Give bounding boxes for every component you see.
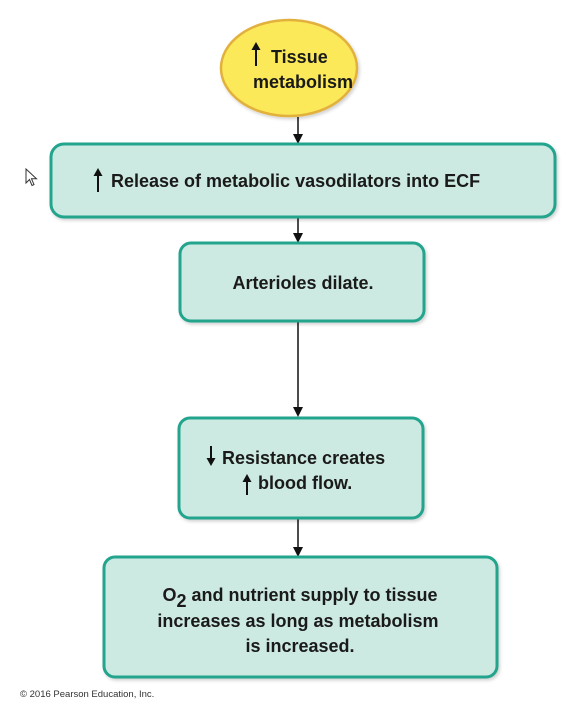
up-arrow-icon — [93, 168, 103, 192]
nutrient-supply-node: O2 and nutrient supply to tissue increas… — [102, 555, 499, 679]
release-vasodilators-box — [49, 142, 557, 219]
up-arrow-icon — [242, 474, 252, 495]
resistance-box — [177, 416, 425, 520]
resistance-node: Resistance creates blood flow. — [177, 416, 425, 520]
arterioles-dilate-label: Arterioles dilate. — [232, 273, 373, 293]
release-vasodilators-label: Release of metabolic vasodilators into E… — [111, 171, 480, 191]
oxygen-symbol: O — [162, 585, 176, 605]
copyright-credit: © 2016 Pearson Education, Inc. — [20, 689, 155, 700]
metabolism-label: metabolism — [253, 72, 353, 92]
down-arrow-icon — [206, 446, 216, 466]
up-arrow-icon — [251, 42, 261, 66]
tissue-metabolism-oval — [219, 18, 359, 118]
mouse-cursor-icon — [25, 168, 38, 187]
supply-line-3: is increased. — [245, 636, 354, 656]
release-vasodilators-node: Release of metabolic vasodilators into E… — [49, 142, 557, 219]
supply-line-1-rest: and nutrient supply to tissue — [187, 585, 438, 605]
nutrient-supply-box — [102, 555, 499, 679]
arterioles-dilate-node: Arterioles dilate. — [178, 241, 426, 323]
supply-line-1: O2 and nutrient supply to tissue — [162, 585, 437, 611]
resistance-label: Resistance creates — [222, 448, 385, 468]
tissue-metabolism-node: Tissue metabolism — [219, 18, 359, 118]
arterioles-dilate-box — [178, 241, 426, 323]
tissue-label: Tissue — [271, 47, 328, 67]
blood-flow-label: blood flow. — [258, 473, 352, 493]
oxygen-subscript: 2 — [176, 591, 186, 611]
supply-line-2: increases as long as metabolism — [157, 611, 438, 631]
